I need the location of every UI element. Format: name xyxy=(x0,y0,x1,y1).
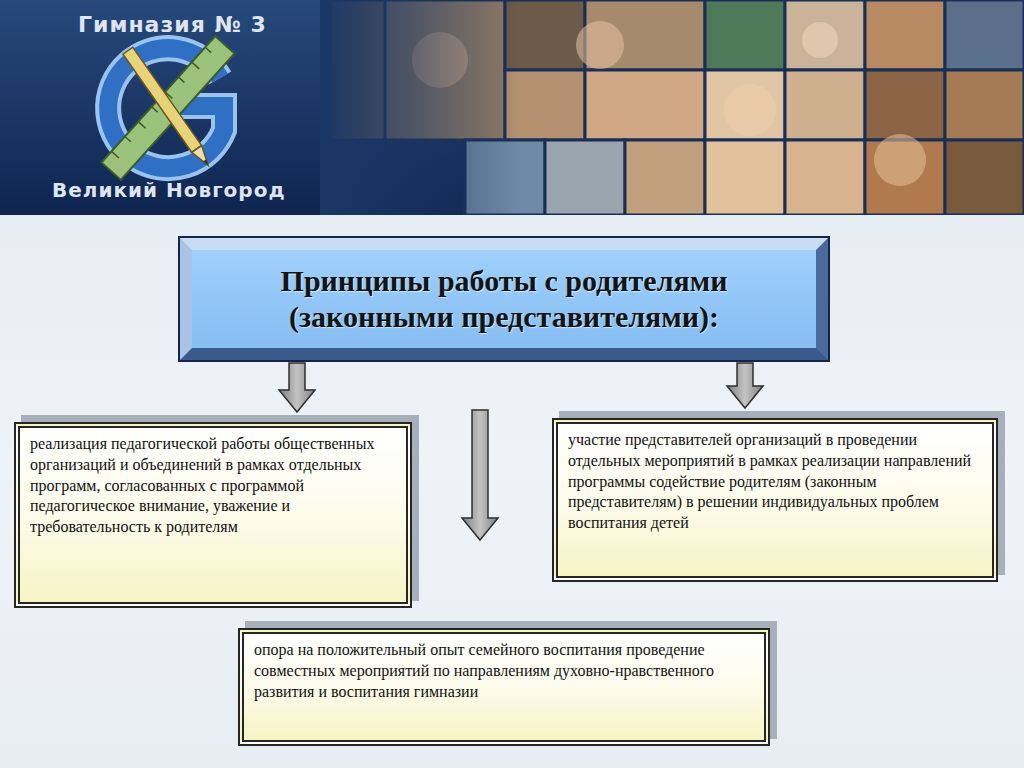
principle-box: участие представителей организаций в про… xyxy=(552,418,998,582)
school-name: Гимназия № 3 xyxy=(78,12,267,37)
title-box: Принципы работы с родителями (законными … xyxy=(180,238,828,360)
block-arrow xyxy=(727,363,763,408)
heading-text: Принципы работы с родителями (законными … xyxy=(222,263,786,335)
block-arrow xyxy=(279,363,315,412)
city-name: Великий Новгород xyxy=(52,178,286,202)
body-text: участие представителей организаций в про… xyxy=(568,430,982,534)
principle-box: опора на положительный опыт семейного во… xyxy=(238,628,770,746)
block-arrow xyxy=(462,410,498,540)
body-text: реализация педагогической работы обществ… xyxy=(30,434,396,538)
body-text: опора на положительный опыт семейного во… xyxy=(254,640,754,702)
header-band: Гимназия № 3 Великий Новгород xyxy=(0,0,1024,215)
principle-box: реализация педагогической работы обществ… xyxy=(14,422,412,608)
